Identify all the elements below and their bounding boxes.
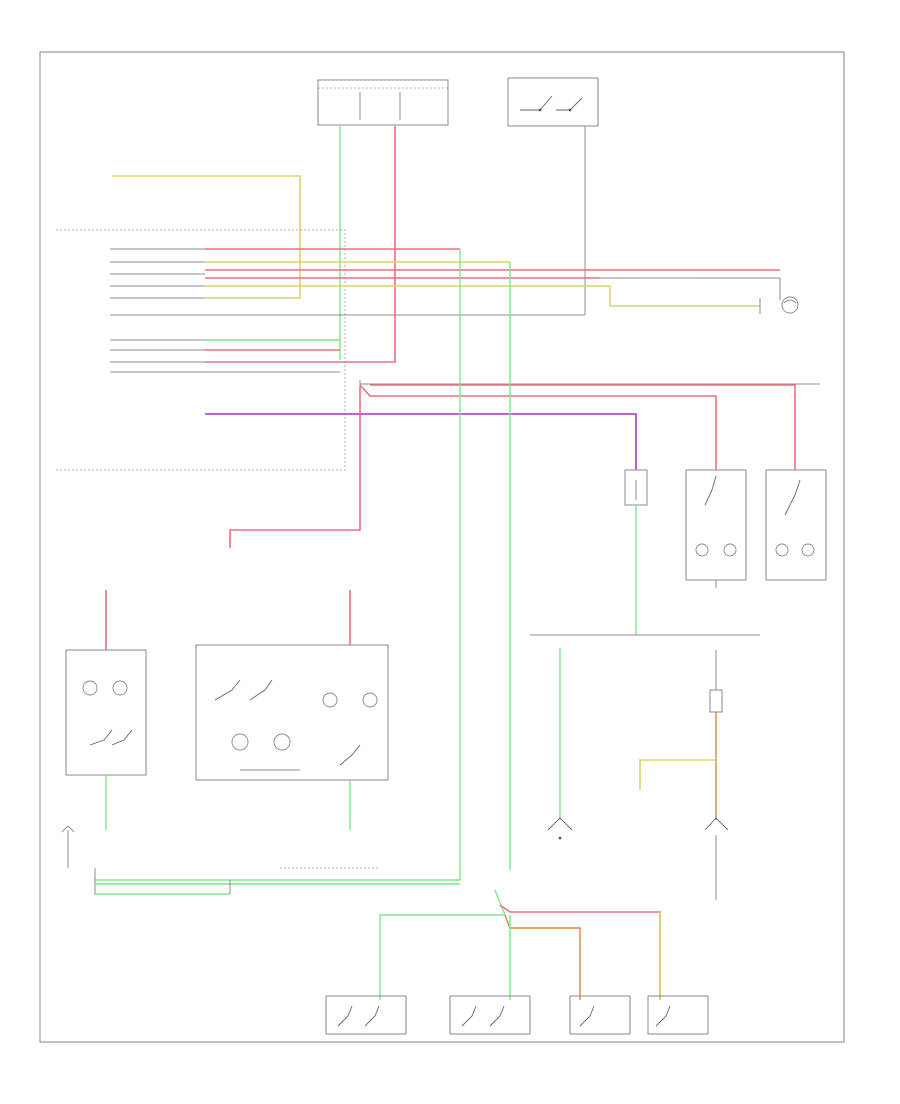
bulb-icon <box>273 733 291 751</box>
bulb-icon <box>781 296 799 314</box>
bulb-icon <box>82 680 98 696</box>
lamp-module <box>56 229 346 471</box>
switch-icon <box>337 1005 353 1027</box>
fuse-block-top <box>317 79 449 126</box>
switch-icon <box>111 729 133 746</box>
door-jamb-switches <box>325 995 709 1035</box>
bulb-icon <box>695 543 709 557</box>
red-to-rh-lamp <box>359 384 717 470</box>
bulb-icon <box>231 733 249 751</box>
lh-door-lamp <box>65 649 147 776</box>
antenna-icon <box>61 825 75 868</box>
switch-icon <box>249 679 273 701</box>
switch-icon <box>520 95 553 111</box>
switch-icon <box>364 1005 380 1027</box>
switch-icon <box>339 744 361 766</box>
switch-icon <box>556 97 583 111</box>
courtesy-lamp-rh <box>685 469 747 588</box>
dome-lamp <box>781 296 799 314</box>
wire-pin-10 <box>205 360 396 363</box>
junction-block <box>530 634 760 636</box>
key-warning-switch <box>547 817 573 840</box>
module-connector-pins <box>110 248 205 373</box>
switch-icon <box>461 1005 477 1027</box>
yellow-wire-feed <box>112 175 301 298</box>
reading-lamps <box>765 469 827 581</box>
switch-icon <box>704 475 717 506</box>
switch-icon <box>784 479 801 516</box>
bulb-icon <box>775 543 789 557</box>
courtesy-lamp-lh <box>624 469 648 506</box>
switch-icon <box>489 1005 505 1027</box>
door-switch <box>195 644 389 781</box>
bulb-icon <box>362 692 378 708</box>
bulb-icon <box>112 680 128 696</box>
switch-icon <box>655 1005 671 1027</box>
bulb-icon <box>801 543 815 557</box>
diagram-frame <box>39 51 845 1043</box>
yellow-to-dome <box>609 286 760 307</box>
red-to-reading-lamp <box>370 384 796 470</box>
switch-icon <box>547 817 573 831</box>
ignition-switch-top <box>507 77 599 127</box>
red-wire-down <box>229 385 361 548</box>
bulb-icon <box>322 692 338 708</box>
switch-icon <box>704 817 729 831</box>
switch-icon <box>214 679 241 701</box>
purple-wire <box>205 413 637 470</box>
bulb-icon <box>723 543 737 557</box>
green-wire-long <box>95 249 461 881</box>
switch-icon <box>579 1005 595 1027</box>
switch-icon <box>89 729 113 746</box>
